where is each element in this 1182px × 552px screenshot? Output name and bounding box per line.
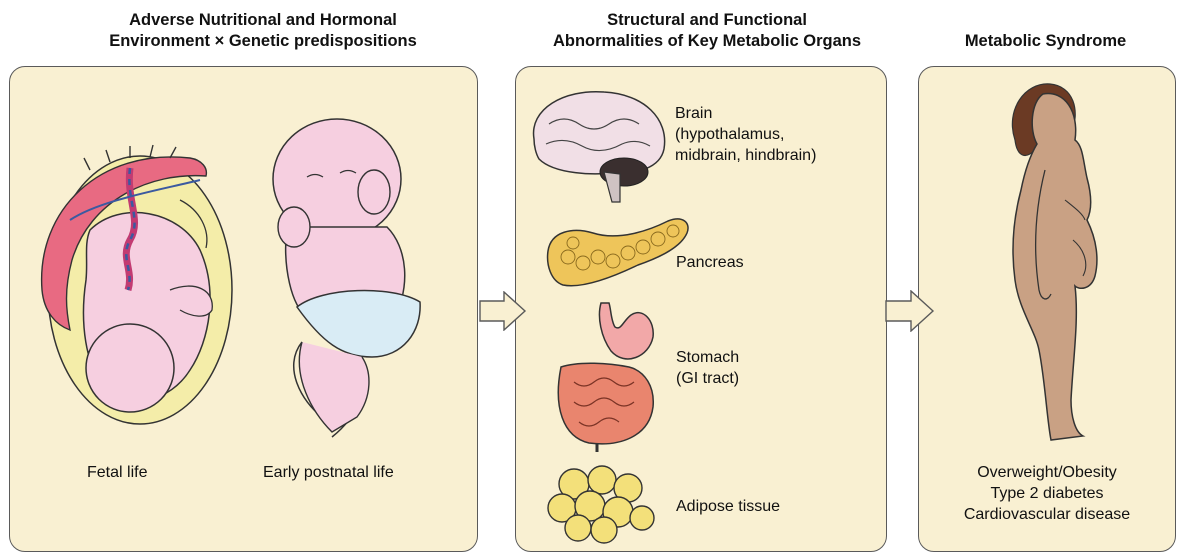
heading-line: Environment × Genetic predispositions (28, 31, 498, 52)
outcomes-list: Overweight/Obesity Type 2 diabetes Cardi… (918, 462, 1176, 525)
outcome-item: Cardiovascular disease (918, 504, 1176, 525)
organ-label-line: (hypothalamus, (675, 124, 816, 145)
right-column-heading: Metabolic Syndrome (918, 31, 1173, 52)
right-arrow-icon (478, 291, 528, 331)
fetal-life-label: Fetal life (87, 462, 147, 483)
stomach-label: Stomach (GI tract) (676, 347, 739, 389)
heading-line: Metabolic Syndrome (918, 31, 1173, 52)
organ-label-line: midbrain, hindbrain) (675, 145, 816, 166)
left-column-heading: Adverse Nutritional and Hormonal Environ… (28, 10, 498, 52)
pancreas-label: Pancreas (676, 252, 744, 273)
outcome-item: Type 2 diabetes (918, 483, 1176, 504)
stomach-icon (549, 297, 661, 452)
newborn-baby-illustration (262, 117, 432, 447)
organ-label-line: Pancreas (676, 252, 744, 273)
early-postnatal-life-label: Early postnatal life (263, 462, 394, 483)
pancreas-icon (543, 213, 693, 293)
organ-label-line: Stomach (676, 347, 739, 368)
outcome-item: Overweight/Obesity (918, 462, 1176, 483)
adipose-icon (544, 466, 656, 544)
brain-label: Brain (hypothalamus, midbrain, hindbrain… (675, 103, 816, 166)
obese-woman-illustration (995, 80, 1105, 450)
middle-column-heading: Structural and Functional Abnormalities … (488, 10, 926, 52)
brain-icon (524, 84, 674, 209)
adipose-label: Adipose tissue (676, 496, 780, 517)
organ-label-line: Brain (675, 103, 816, 124)
heading-line: Adverse Nutritional and Hormonal (28, 10, 498, 31)
right-arrow-icon (884, 290, 936, 332)
heading-line: Abnormalities of Key Metabolic Organs (488, 31, 926, 52)
organ-label-line: (GI tract) (676, 368, 739, 389)
fetus-in-uterus-illustration (30, 140, 240, 435)
heading-line: Structural and Functional (488, 10, 926, 31)
organ-label-line: Adipose tissue (676, 496, 780, 517)
